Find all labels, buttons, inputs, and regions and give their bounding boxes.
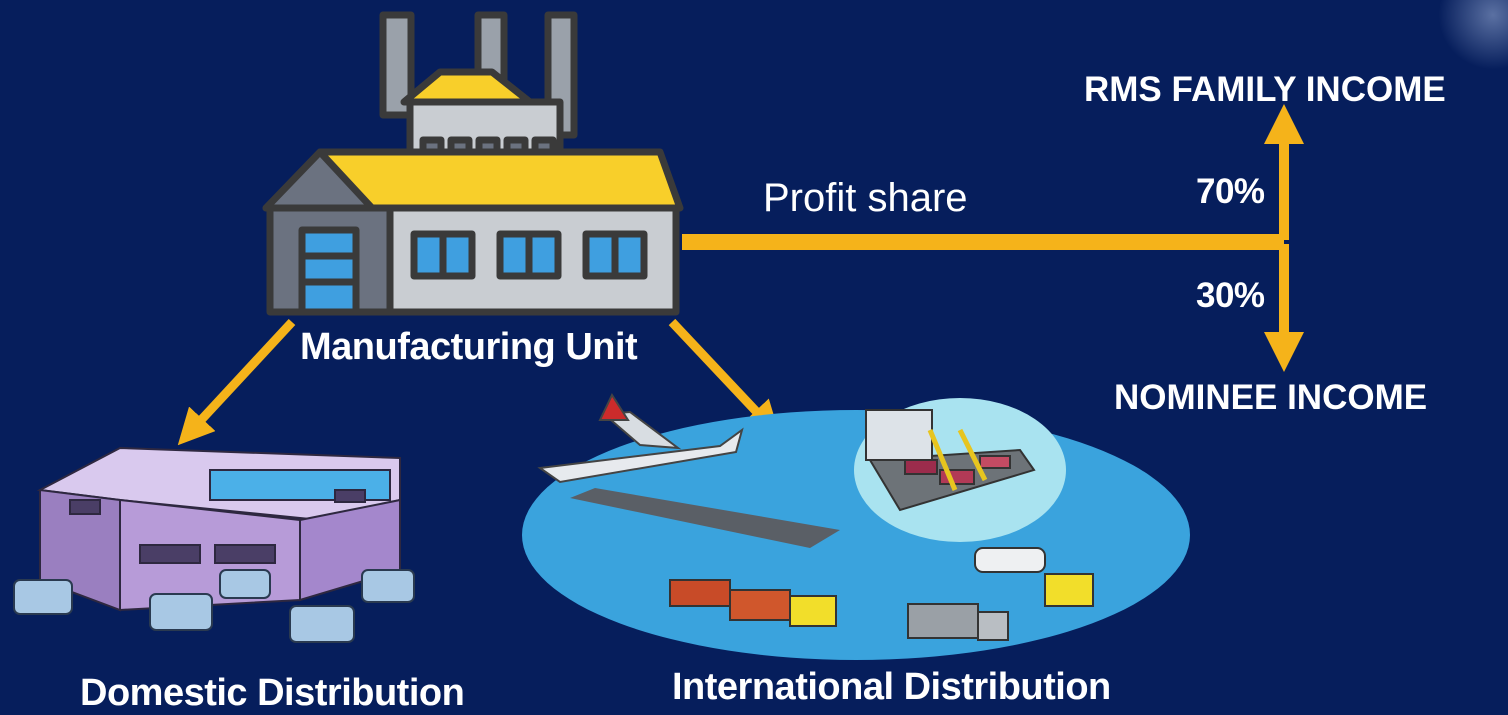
airplane-icon <box>537 392 744 484</box>
nominee-income-label: NOMINEE INCOME <box>1114 378 1428 417</box>
arrow-to-domestic <box>177 318 296 446</box>
international-scene <box>522 392 1190 660</box>
nominee-share-percent: 30% <box>1196 276 1265 315</box>
delivery-van-icon <box>13 569 415 643</box>
connector-arrows <box>177 104 1304 446</box>
international-distribution-label: International Distribution <box>672 666 1111 708</box>
factory-icon <box>262 11 684 316</box>
warehouse-icon <box>13 446 415 643</box>
rms-family-income-label: RMS FAMILY INCOME <box>1084 70 1446 109</box>
rms-share-percent: 70% <box>1196 172 1265 211</box>
freight-train-icon <box>974 547 1094 607</box>
cargo-ship-icon <box>865 409 1036 512</box>
manufacturing-unit-label: Manufacturing Unit <box>300 326 638 368</box>
domestic-distribution-label: Domestic Distribution <box>80 672 465 714</box>
arrow-to-international <box>668 318 781 438</box>
truck-icon <box>907 603 1009 641</box>
freight-train-icon <box>669 579 837 627</box>
profit-share-label: Profit share <box>763 176 968 220</box>
runway-icon <box>570 488 840 548</box>
